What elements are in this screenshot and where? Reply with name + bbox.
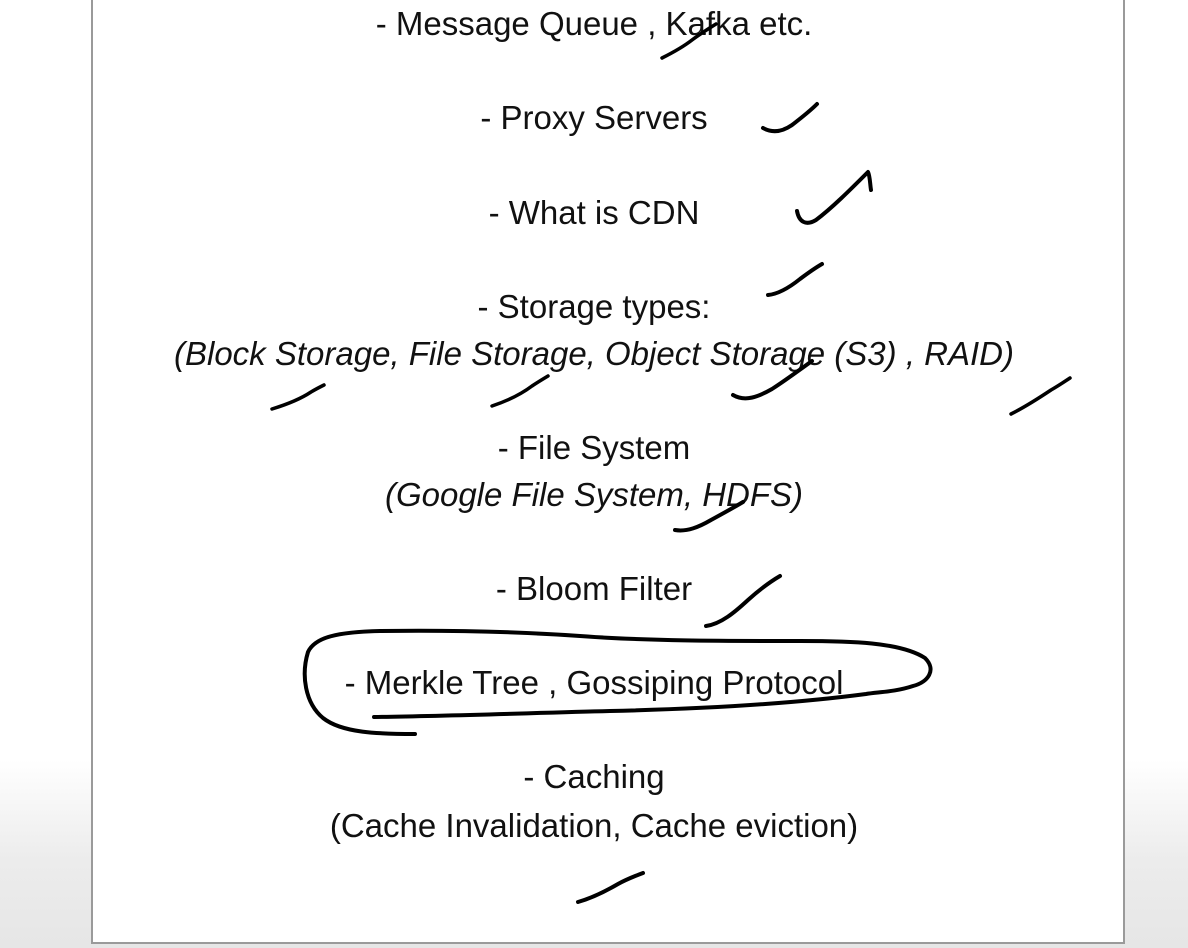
item-caching-detail: (Cache Invalidation, Cache eviction) <box>329 807 859 844</box>
document-page <box>91 0 1125 944</box>
item-storage-types-detail: (Block Storage, File Storage, Object Sto… <box>173 335 1014 372</box>
item-cdn: - What is CDN <box>488 194 700 231</box>
item-file-system-detail: (Google File System, HDFS) <box>384 476 804 513</box>
item-message-queue: - Message Queue , Kafka etc. <box>375 5 813 42</box>
item-file-system: - File System <box>497 429 691 466</box>
item-storage-types: - Storage types: <box>477 288 711 325</box>
item-caching: - Caching <box>523 758 665 795</box>
item-merkle-gossip: - Merkle Tree , Gossiping Protocol <box>344 664 844 701</box>
item-proxy-servers: - Proxy Servers <box>480 99 708 136</box>
item-bloom-filter: - Bloom Filter <box>495 570 693 607</box>
